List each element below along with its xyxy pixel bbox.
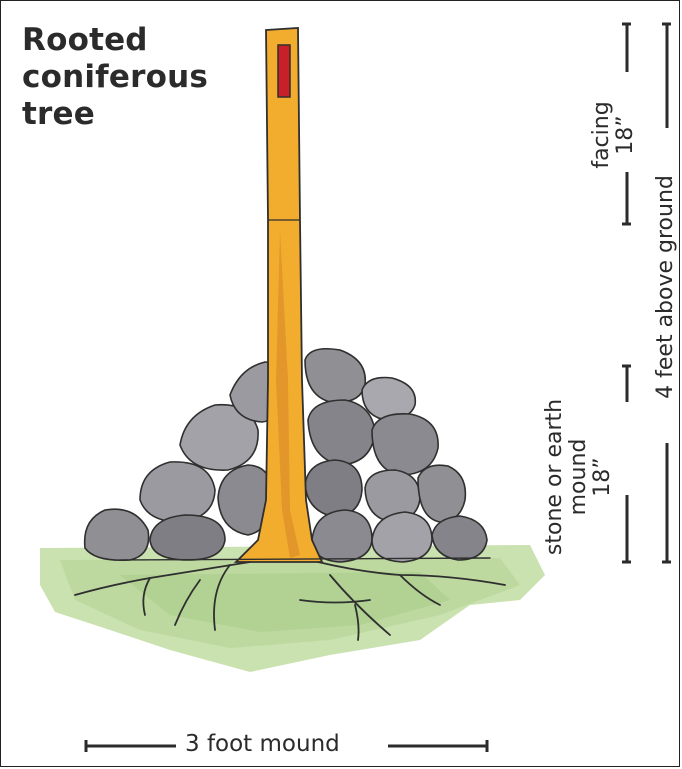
stone (372, 414, 438, 475)
stone (150, 515, 225, 560)
facing-text: facing (590, 70, 614, 200)
mound-text-line-1: stone or earth (543, 387, 567, 567)
facing-label: facing 18” (590, 70, 640, 200)
height-text: 4 feet above ground (654, 150, 678, 424)
width-label: 3 foot mound (185, 731, 340, 757)
stone (305, 460, 362, 517)
stone (308, 400, 375, 465)
stone (432, 516, 487, 560)
stone (140, 462, 215, 522)
stone (85, 509, 149, 560)
mound-bracket (622, 366, 631, 562)
mound-label: stone or earth mound 18” (543, 387, 617, 567)
height-label: 4 feet above ground (654, 150, 680, 424)
red-marker (278, 45, 290, 97)
stone (418, 465, 465, 522)
mound-text-line-2: mound (567, 387, 591, 567)
grass-ground (40, 545, 545, 672)
stone (312, 510, 372, 562)
facing-value: 18” (614, 70, 638, 200)
mound-value: 18” (591, 387, 615, 567)
stone (305, 349, 365, 403)
